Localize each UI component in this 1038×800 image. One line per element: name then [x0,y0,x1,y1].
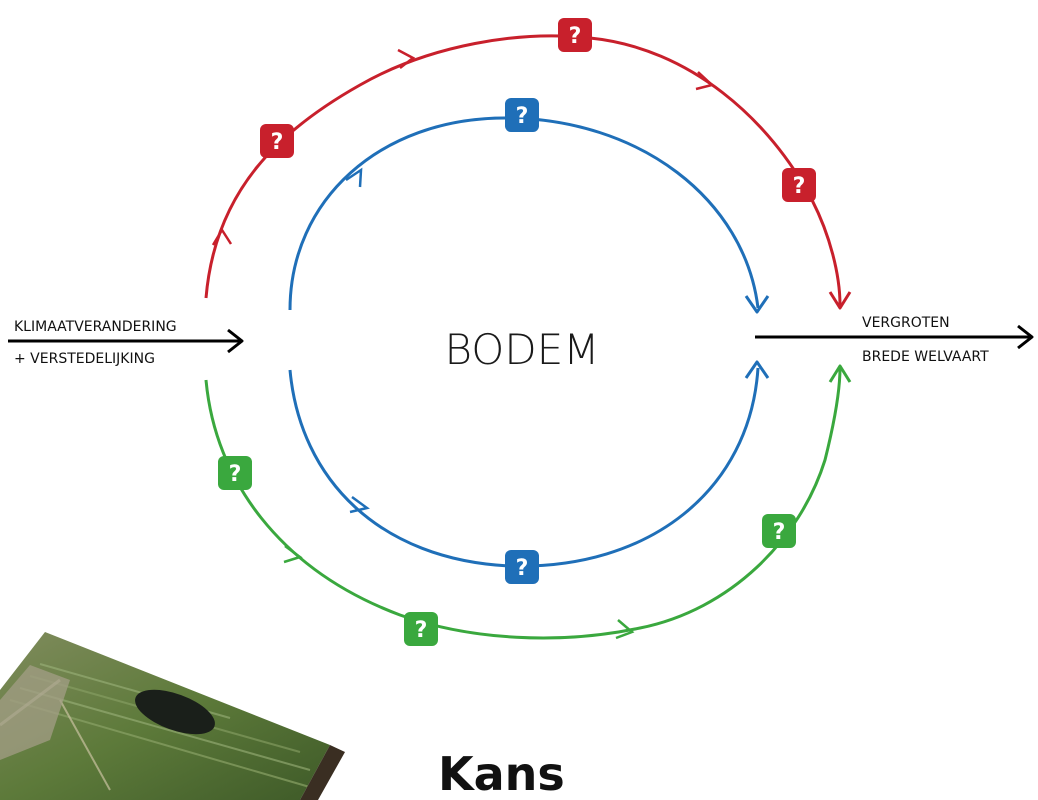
red-question-box-3[interactable]: ? [782,168,816,202]
red-arrow-mid-2 [397,48,416,69]
red-arrow-mid-1 [211,227,233,246]
red-question-box-2[interactable]: ? [558,18,592,52]
question-mark-text: ? [773,520,786,545]
output-label-line1: VERGROTEN [862,315,950,331]
blue-arrow-mid-1 [345,167,363,188]
question-mark-text: ? [415,618,428,643]
red-arrow-mid-3 [695,71,715,91]
green-arrow-mid-2 [615,619,635,640]
question-mark-text: ? [229,462,242,487]
question-mark-text: ? [516,104,529,129]
input-arrow [8,328,244,354]
red-question-box-1[interactable]: ? [260,124,294,158]
green-path: ? ? ? [204,364,852,646]
center-label: BODEM [445,325,600,374]
blue-question-box-2[interactable]: ? [505,550,539,584]
blue-path: ? ? [288,98,770,584]
blue-arrowhead-bottom [744,360,770,379]
green-arrowhead-end [828,364,852,383]
blue-arrow-mid-2 [349,495,370,514]
green-question-box-1[interactable]: ? [218,456,252,490]
red-path: ? ? ? [204,18,852,310]
output-label-line2: BREDE WELVAART [862,349,989,365]
question-mark-text: ? [569,24,582,49]
blue-question-box-1[interactable]: ? [505,98,539,132]
aerial-landscape-block-icon [0,632,345,800]
caption-kans: Kans [438,747,565,800]
red-arrowhead-end [828,291,852,310]
question-mark-text: ? [793,174,806,199]
input-label-line2: + VERSTEDELIJKING [14,351,155,367]
input-label-line1: KLIMAATVERANDERING [14,319,177,335]
blue-arrowhead-top [744,295,770,314]
output-arrow [755,324,1034,350]
green-question-box-2[interactable]: ? [762,514,796,548]
green-arrow-mid-1 [283,544,303,564]
green-question-box-3[interactable]: ? [404,612,438,646]
question-mark-text: ? [271,130,284,155]
question-mark-text: ? [516,556,529,581]
